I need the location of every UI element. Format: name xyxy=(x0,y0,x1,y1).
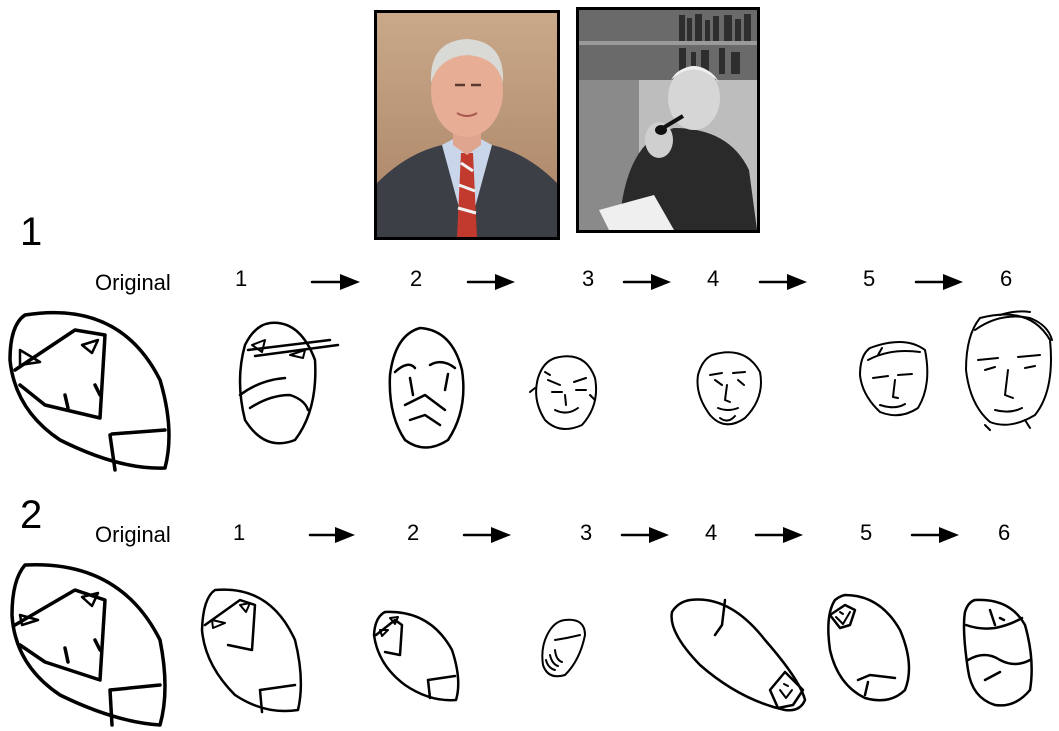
row1-label-step-3: 3 xyxy=(582,266,595,291)
arrow-icon xyxy=(308,527,355,543)
arrow-icon xyxy=(622,274,671,290)
row2-step6-drawing xyxy=(962,598,1033,707)
reference-photo-bw-portrait xyxy=(576,7,760,233)
row2-label-step-1: 1 xyxy=(233,520,246,545)
row2-label-step-2: 2 xyxy=(407,520,420,545)
row-number-2: 2 xyxy=(20,493,43,537)
row1-original-drawing xyxy=(8,310,171,472)
row2-original-drawing xyxy=(10,562,167,727)
arrow-icon xyxy=(910,527,959,543)
row1-step6-drawing xyxy=(965,310,1053,431)
row1-step3-drawing xyxy=(529,355,598,430)
row1-label-step-6: 6 xyxy=(1000,266,1013,291)
arrow-icon xyxy=(462,527,511,543)
row2-step3-drawing xyxy=(541,618,586,678)
row2-step4-drawing xyxy=(670,598,807,712)
row2-label-step-6: 6 xyxy=(998,520,1011,545)
arrow-icon xyxy=(620,527,669,543)
reference-photo-color-portrait xyxy=(374,10,560,240)
row1-arrows xyxy=(310,274,963,290)
row2-step2-drawing xyxy=(372,610,460,702)
arrow-icon xyxy=(758,274,807,290)
row2-label-step-4: 4 xyxy=(705,520,718,545)
row1-step5-drawing xyxy=(859,341,929,417)
row1-step4-drawing xyxy=(696,351,762,426)
arrow-icon xyxy=(466,274,515,290)
arrow-icon xyxy=(754,527,803,543)
row1-label-step-1: 1 xyxy=(235,266,248,291)
row2-label-step-3: 3 xyxy=(580,520,593,545)
row-number-1: 1 xyxy=(20,210,43,254)
portrait-illustration-2 xyxy=(579,10,757,230)
arrow-icon xyxy=(310,274,360,290)
row1-label-step-4: 4 xyxy=(707,266,720,291)
arrow-icon xyxy=(914,274,963,290)
row1-step2-drawing xyxy=(388,326,465,449)
row1-step1-drawing xyxy=(238,321,340,445)
row2-step5-drawing xyxy=(827,593,911,702)
row2-label-step-5: 5 xyxy=(860,520,873,545)
row1-label-step-5: 5 xyxy=(863,266,876,291)
row2-label-original: Original xyxy=(95,522,171,547)
row1-label-original: Original xyxy=(95,270,171,295)
row2-arrows xyxy=(308,527,959,543)
row2-step1-drawing xyxy=(200,588,303,714)
row1-label-step-2: 2 xyxy=(410,266,423,291)
portrait-illustration-1 xyxy=(377,13,557,237)
